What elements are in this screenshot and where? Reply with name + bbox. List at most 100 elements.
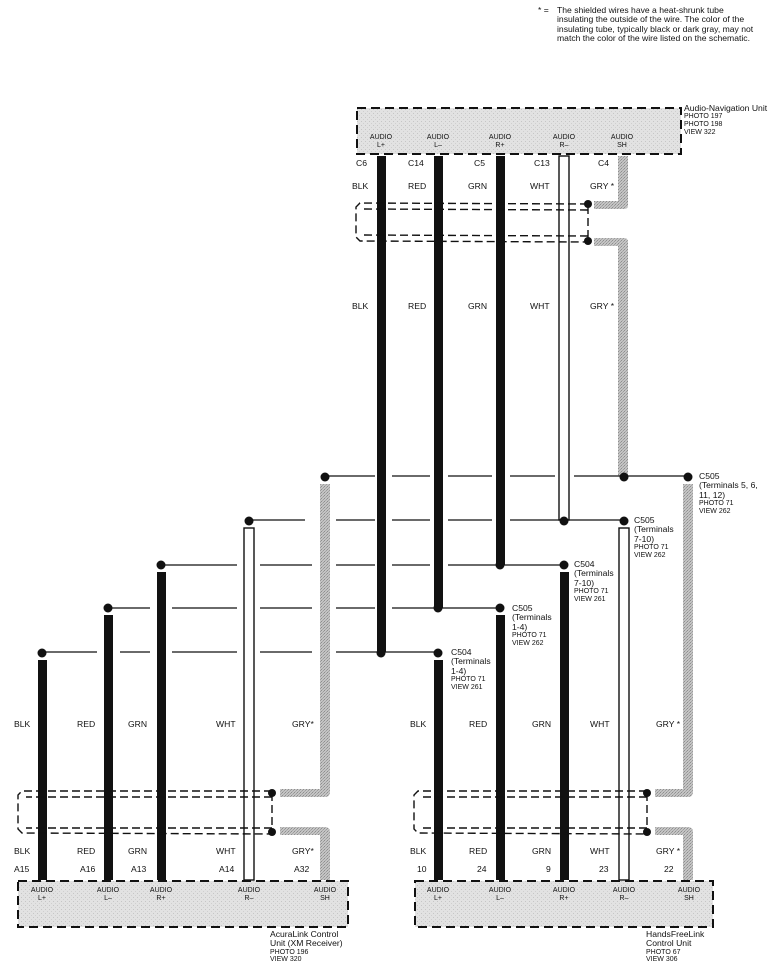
- al-upper-color-grn: GRN: [128, 719, 147, 729]
- hfl-upper-color-wht: WHT: [590, 719, 610, 729]
- hfl-upper-color-blk: BLK: [410, 719, 427, 729]
- hfl-terminal-r-minus: AUDIO: [613, 887, 636, 894]
- connector-id: C504: [451, 647, 472, 657]
- nav-pin-c6: C6: [356, 158, 367, 168]
- al-terminal-l-minus: AUDIO: [97, 887, 120, 894]
- hfl-pin-24: 24: [477, 864, 487, 874]
- audio-navigation-unit-label: Audio-Navigation Unit PHOTO 197 PHOTO 19…: [684, 103, 772, 136]
- hfl-color-gry: GRY *: [656, 846, 681, 856]
- hfl-color-blk: BLK: [410, 846, 427, 856]
- connector-terminals-cont: 7-10): [574, 577, 595, 588]
- connector-c505-terminals-5-6-11-12: C505 (Terminals 5, 6, 11, 12) PHOTO 71 V…: [699, 471, 758, 515]
- hfl-pin-23: 23: [599, 864, 609, 874]
- connector-c504-terminals-1-4: C504 (Terminals 1-4) PHOTO 71 VIEW 261: [451, 647, 491, 691]
- nav-terminal-r-plus-sub: R+: [495, 142, 504, 149]
- nav-wire-color-red: RED: [408, 181, 426, 191]
- al-terminal-r-minus: AUDIO: [238, 887, 261, 894]
- al-terminal-r-minus-sub: R–: [245, 895, 254, 902]
- hfl-terminal-r-plus-sub: R+: [559, 895, 568, 902]
- nav-terminal-l-minus: AUDIO: [427, 134, 450, 141]
- acuralink-wire-labels: BLK RED GRN WHT GRY* BLK RED GRN WHT GRY…: [14, 719, 314, 874]
- hfl-upper-color-red: RED: [469, 719, 487, 729]
- nav-wire-color-wht: WHT: [530, 181, 550, 191]
- connector-view-ref: VIEW 262: [512, 639, 544, 647]
- al-pin-a16: A16: [80, 864, 96, 874]
- nav-lower-color-grn: GRN: [468, 301, 487, 311]
- al-terminal-r-plus-sub: R+: [156, 895, 165, 902]
- audio-navigation-unit-name: Audio-Navigation Unit: [684, 103, 768, 113]
- nav-pin-c4: C4: [598, 158, 609, 168]
- nav-lower-color-wht: WHT: [530, 301, 550, 311]
- acuralink-control-unit: AUDIO L+ AUDIO L– AUDIO R+ AUDIO R– AUDI…: [17, 880, 349, 928]
- hfl-terminal-sh: AUDIO: [678, 887, 701, 894]
- connector-c505-terminals-7-10: C505 (Terminals 7-10) PHOTO 71 VIEW 262: [634, 515, 674, 559]
- al-pin-a32: A32: [294, 864, 310, 874]
- connector-photo-ref: PHOTO 71: [634, 544, 669, 552]
- hfl-terminal-l-minus-sub: L–: [496, 895, 504, 902]
- handsfreelink-control-unit: AUDIO L+ AUDIO L– AUDIO R+ AUDIO R– AUDI…: [414, 880, 714, 928]
- nav-wire-color-blk: BLK: [352, 181, 369, 191]
- connector-photo-ref: PHOTO 71: [451, 676, 486, 684]
- connector-c505-terminals-1-4: C505 (Terminals 1-4) PHOTO 71 VIEW 262: [512, 603, 552, 647]
- connector-terminals-cont: 7-10): [634, 533, 655, 544]
- al-color-blk: BLK: [14, 846, 31, 856]
- acuralink-photo-ref: PHOTO 196: [270, 948, 309, 956]
- footnote-text: The shielded wires have a heat-shrunk tu…: [557, 5, 754, 44]
- hfl-unit-name-1: HandsFreeLink: [646, 929, 705, 939]
- connector-photo-ref: PHOTO 71: [574, 588, 609, 596]
- handsfreelink-shield-outline: [413, 790, 648, 835]
- al-color-gry: GRY*: [292, 846, 314, 856]
- al-pin-a14: A14: [219, 864, 235, 874]
- nav-lower-color-red: RED: [408, 301, 426, 311]
- hfl-pin-22: 22: [664, 864, 674, 874]
- al-color-wht: WHT: [216, 846, 236, 856]
- hfl-upper-color-gry: GRY *: [656, 719, 681, 729]
- hfl-terminal-sh-sub: SH: [684, 895, 694, 902]
- hfl-color-wht: WHT: [590, 846, 610, 856]
- nav-terminal-l-plus-sub: L+: [377, 142, 385, 149]
- al-upper-color-blk: BLK: [14, 719, 31, 729]
- hfl-terminal-l-plus: AUDIO: [427, 887, 450, 894]
- hfl-terminal-l-plus-sub: L+: [434, 895, 442, 902]
- connector-id: C505: [512, 603, 533, 613]
- al-terminal-sh-sub: SH: [320, 895, 330, 902]
- splice-lines: [42, 475, 688, 653]
- handsfreelink-wire-labels: BLK RED GRN WHT GRY * BLK RED GRN WHT GR…: [410, 719, 681, 874]
- connector-terminals: (Terminals: [451, 656, 491, 667]
- al-upper-color-red: RED: [77, 719, 95, 729]
- hfl-terminal-r-minus-sub: R–: [620, 895, 629, 902]
- nav-terminal-l-plus: AUDIO: [370, 134, 393, 141]
- nav-view-ref: VIEW 322: [684, 128, 716, 136]
- hfl-view-ref: VIEW 306: [646, 956, 678, 964]
- acuralink-unit-label: AcuraLink Control Unit (XM Receiver) PHO…: [270, 929, 343, 964]
- hfl-terminal-r-plus: AUDIO: [553, 887, 576, 894]
- nav-terminal-sh: AUDIO: [611, 134, 634, 141]
- al-terminal-r-plus: AUDIO: [150, 887, 173, 894]
- nav-wire-color-grn: GRN: [468, 181, 487, 191]
- connector-view-ref: VIEW 261: [451, 683, 483, 691]
- al-pin-a15: A15: [14, 864, 30, 874]
- connector-photo-ref: PHOTO 71: [512, 632, 547, 640]
- connector-view-ref: VIEW 262: [634, 551, 666, 559]
- connector-photo-ref: PHOTO 71: [699, 500, 734, 508]
- acuralink-wires: [38, 484, 330, 881]
- nav-wire-color-gry: GRY *: [590, 181, 615, 191]
- nav-terminal-sh-sub: SH: [617, 142, 627, 149]
- connector-terminals: (Terminals 5, 6,: [699, 480, 758, 491]
- nav-pin-c14: C14: [408, 158, 424, 168]
- shielded-wire-footnote: * = The shielded wires have a heat-shrun…: [538, 5, 758, 44]
- connector-id: C505: [699, 471, 720, 481]
- audio-navigation-unit: AUDIO L+ AUDIO L– AUDIO R+ AUDIO R– AUDI…: [352, 107, 682, 311]
- acuralink-view-ref: VIEW 320: [270, 956, 302, 964]
- acuralink-unit-name-1: AcuraLink Control: [270, 929, 339, 939]
- nav-terminal-r-plus: AUDIO: [489, 134, 512, 141]
- nav-pin-c13: C13: [534, 158, 550, 168]
- connector-id: C505: [634, 515, 655, 525]
- connector-terminals-cont: 11, 12): [699, 489, 726, 500]
- connector-view-ref: VIEW 261: [574, 595, 606, 603]
- connector-terminals-cont: 1-4): [451, 665, 467, 676]
- nav-shield-outline: [355, 202, 589, 243]
- nav-terminal-l-minus-sub: L–: [434, 142, 442, 149]
- hfl-unit-name-2: Control Unit: [646, 938, 692, 949]
- al-color-red: RED: [77, 846, 95, 856]
